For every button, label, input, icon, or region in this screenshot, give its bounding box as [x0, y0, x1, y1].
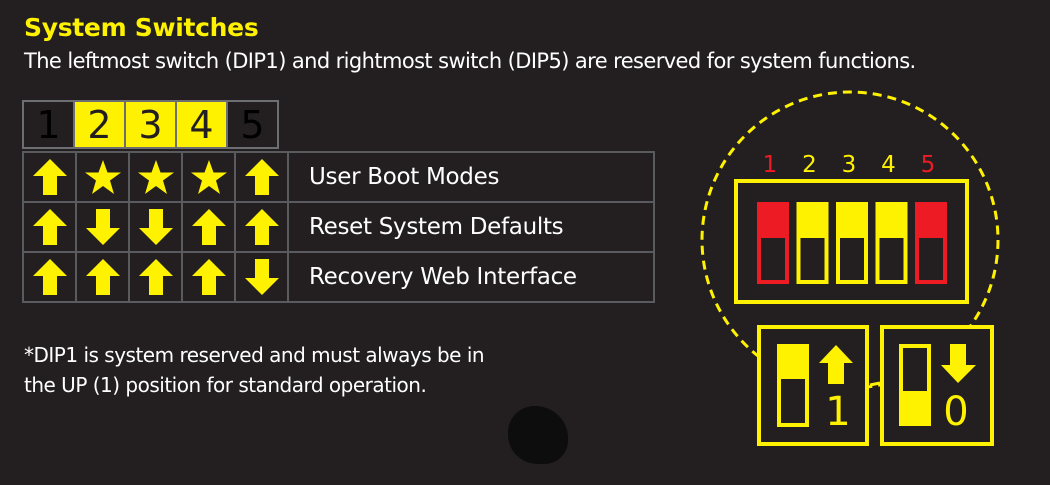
- footnote-line-2: the UP (1) position for standard operati…: [24, 373, 427, 397]
- column-header-dip5: 5: [226, 100, 279, 149]
- legend-down-value: 0: [943, 389, 968, 435]
- legend-down: 0: [880, 325, 994, 446]
- up-arrow-icon: [138, 258, 174, 296]
- dip-switch-5-actuator: [915, 202, 947, 236]
- up-arrow-icon: [191, 208, 227, 246]
- footnote-line-1: *DIP1 is system reserved and must always…: [24, 343, 485, 367]
- dip-switch-5-slot: [915, 234, 947, 284]
- dip-switch-1-slot: [757, 234, 789, 284]
- dip-switch-2-actuator: [796, 202, 829, 236]
- column-header-dip4: 4: [175, 100, 228, 149]
- dip-switch-4-slot: [875, 234, 908, 284]
- diagram-label-dip2: 2: [802, 152, 817, 178]
- up-arrow-icon: [32, 158, 68, 196]
- down-arrow-icon: [85, 208, 121, 246]
- legend-connector: [869, 381, 881, 387]
- diagram-label-dip1: 1: [763, 152, 778, 178]
- legend-up-switch-on: [777, 344, 809, 377]
- dip-switch-3-actuator: [836, 202, 868, 236]
- down-arrow-icon: [138, 208, 174, 246]
- star-icon: [84, 159, 122, 195]
- page-subtitle: The leftmost switch (DIP1) and rightmost…: [24, 49, 916, 73]
- up-arrow-icon: [244, 158, 280, 196]
- star-icon: [190, 159, 228, 195]
- page-title: System Switches: [24, 13, 259, 42]
- star-icon: [137, 159, 175, 195]
- diagram-label-dip4: 4: [881, 152, 896, 178]
- diagram-label-dip5: 5: [921, 152, 936, 178]
- legend-up-value: 1: [825, 389, 850, 435]
- dip-switch-1-actuator: [757, 202, 789, 236]
- legend-up: 1: [757, 325, 869, 446]
- down-arrow-icon: [941, 344, 976, 383]
- diagram-label-dip3: 3: [842, 152, 857, 178]
- footnote: *DIP1 is system reserved and must always…: [24, 340, 485, 400]
- column-header-dip3: 3: [124, 100, 177, 149]
- table-row: Recovery Web Interface: [22, 251, 655, 303]
- dip-switches: [757, 202, 947, 284]
- up-arrow-icon: [32, 208, 68, 246]
- legend-up-switch-off: [777, 375, 809, 427]
- down-arrow-icon: [244, 258, 280, 296]
- mode-label: Recovery Web Interface: [287, 251, 655, 303]
- up-arrow-icon: [191, 258, 227, 296]
- dip-switch-4-actuator: [875, 202, 908, 236]
- up-arrow-icon: [85, 258, 121, 296]
- up-arrow-icon: [32, 258, 68, 296]
- up-arrow-icon: [244, 208, 280, 246]
- dip-switch-2-slot: [796, 234, 829, 284]
- smudge-mark: [508, 406, 568, 464]
- up-arrow-icon: [819, 345, 853, 384]
- dip-switch-3-slot: [836, 234, 868, 284]
- legend-down-switch-on: [899, 393, 931, 426]
